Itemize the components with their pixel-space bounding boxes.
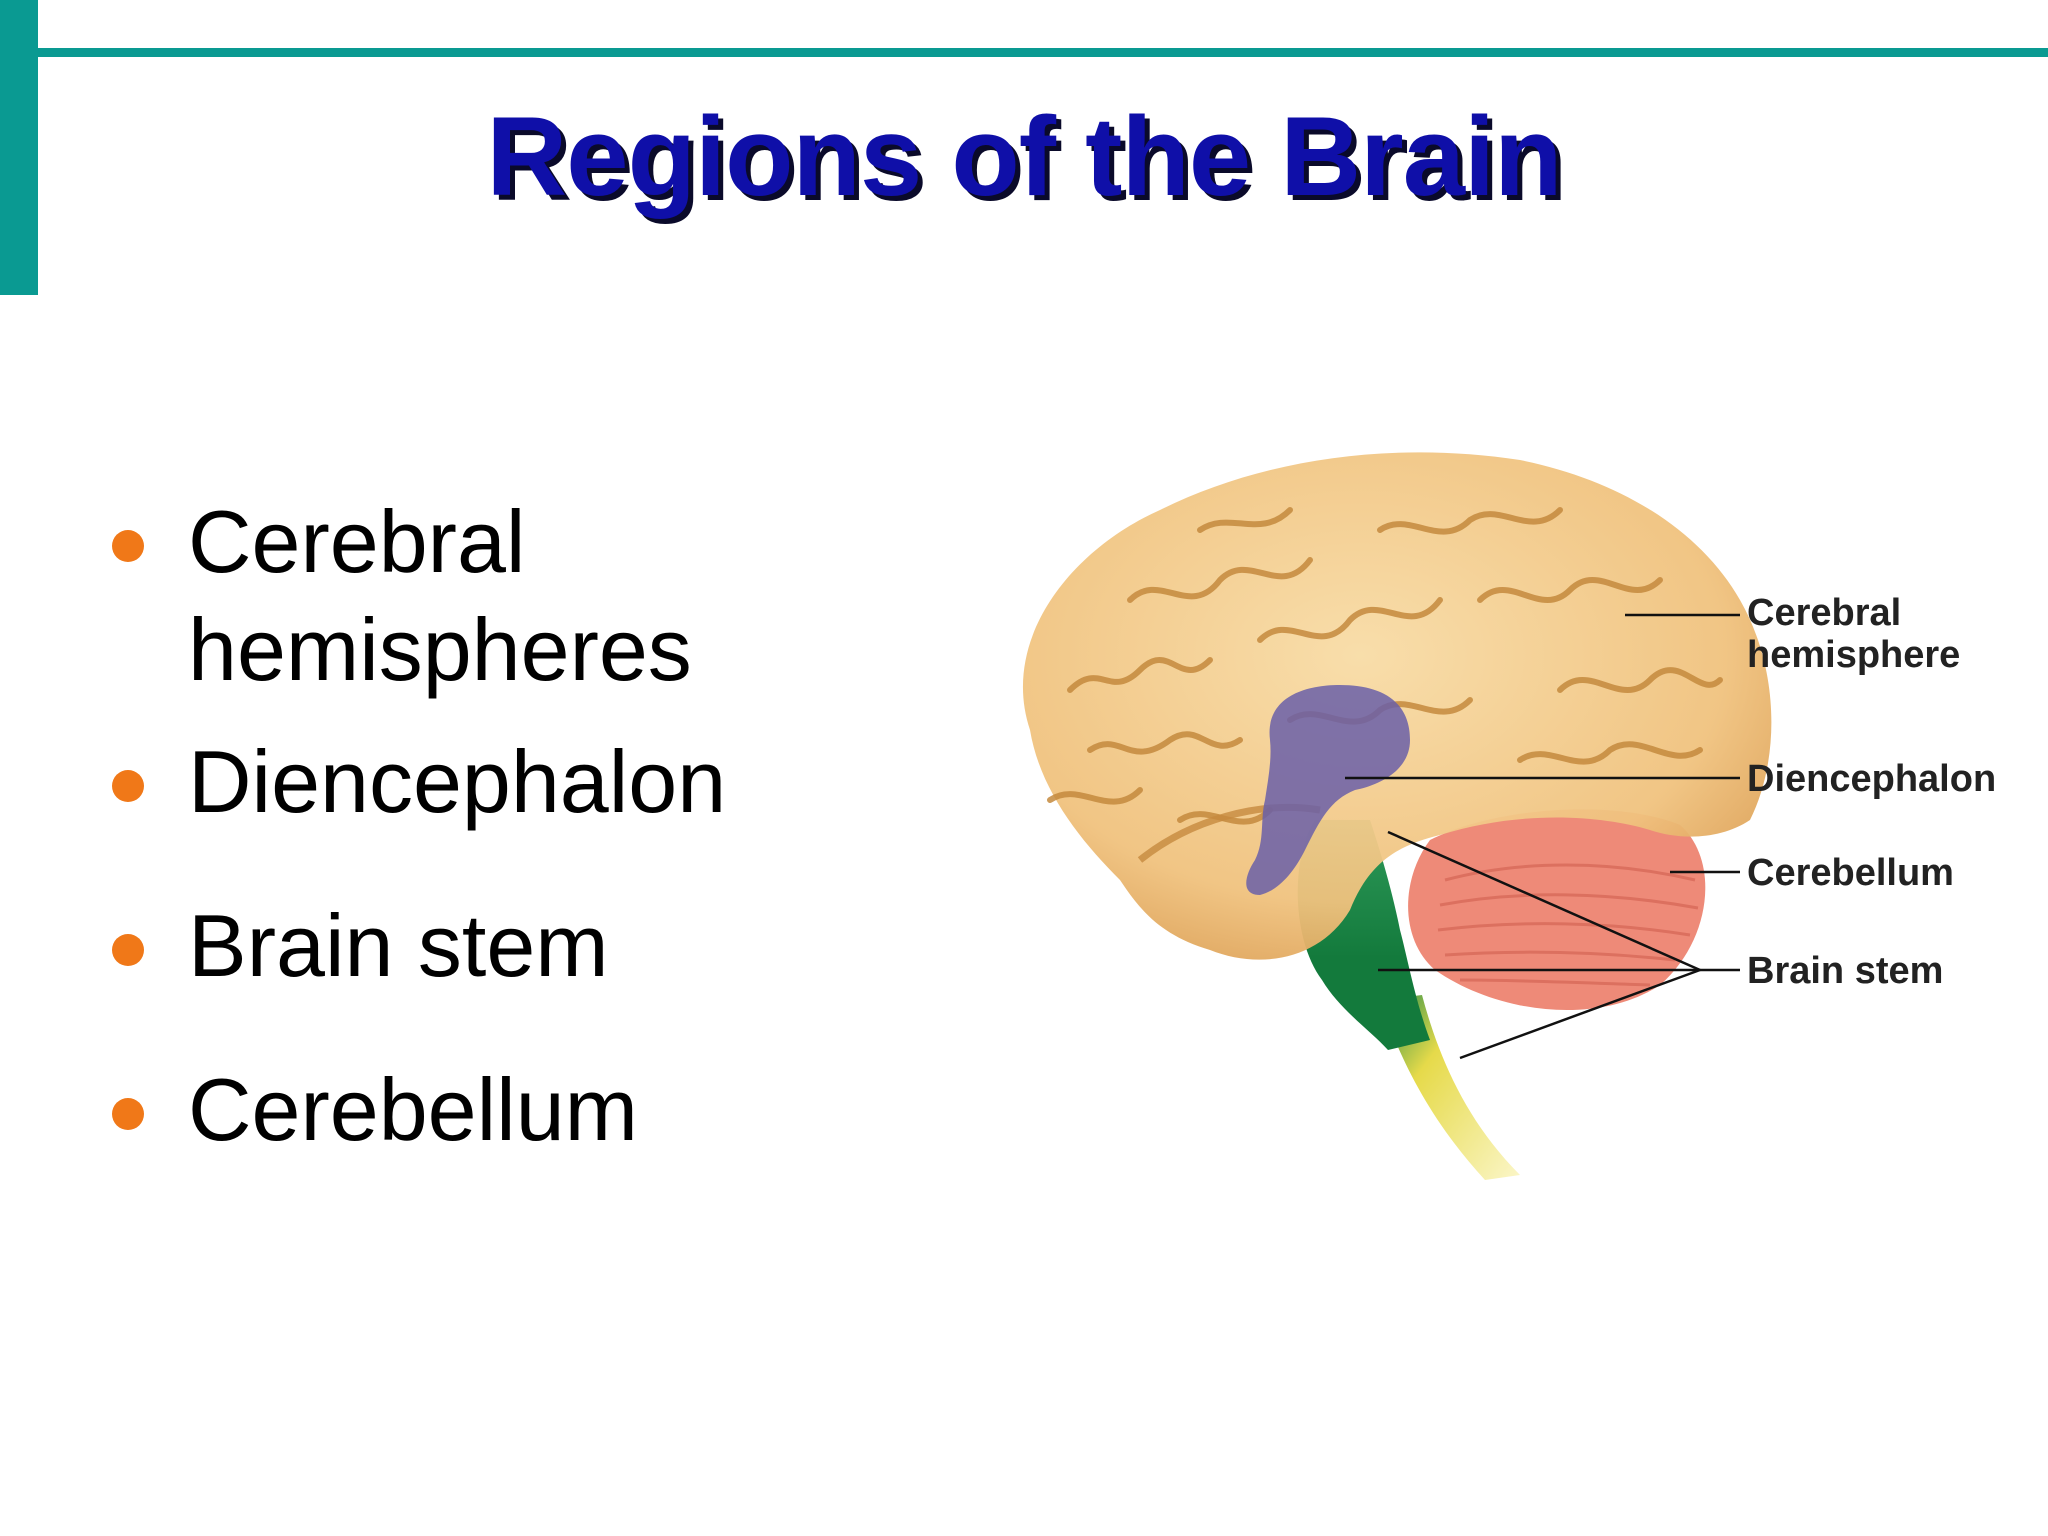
label-diencephalon: Diencephalon xyxy=(1747,758,1997,800)
bullet-item-cerebellum: Cerebellum xyxy=(100,1056,908,1220)
label-cerebellum: Cerebellum xyxy=(1747,852,1954,894)
label-cerebral-hemisphere: Cerebral hemisphere xyxy=(1747,592,1960,676)
brain-diagram: Cerebral hemisphere Diencephalon Cerebel… xyxy=(960,440,2048,1220)
bullet-dot-icon xyxy=(112,530,144,562)
bullet-text: Cerebral xyxy=(188,492,526,591)
bullet-item-brain-stem: Brain stem xyxy=(100,892,908,1056)
label-cerebral-line2: hemisphere xyxy=(1747,634,1961,676)
bullet-item-cerebral-hemispheres: Cerebral hemispheres xyxy=(100,488,908,728)
bullet-text: Cerebellum xyxy=(188,1060,638,1159)
bullet-text: Diencephalon xyxy=(188,732,727,831)
bullet-list: Cerebral hemispheres Diencephalon Brain … xyxy=(100,488,908,1220)
label-cerebral-line1: Cerebral xyxy=(1747,592,1902,634)
bullet-text: Brain stem xyxy=(188,896,609,995)
diencephalon-region xyxy=(1246,685,1410,895)
accent-bar xyxy=(0,0,38,295)
bullet-dot-icon xyxy=(112,770,144,802)
bullet-text-continued: hemispheres xyxy=(188,600,692,699)
title-rule xyxy=(38,48,2048,57)
brain-illustration xyxy=(1022,452,1772,1180)
slide-title: Regions of the Brain xyxy=(486,94,1562,219)
bullet-dot-icon xyxy=(112,934,144,966)
label-brain-stem: Brain stem xyxy=(1747,950,1944,992)
cerebellum-region xyxy=(1408,809,1706,1011)
bullet-item-diencephalon: Diencephalon xyxy=(100,728,908,892)
bullet-dot-icon xyxy=(112,1098,144,1130)
